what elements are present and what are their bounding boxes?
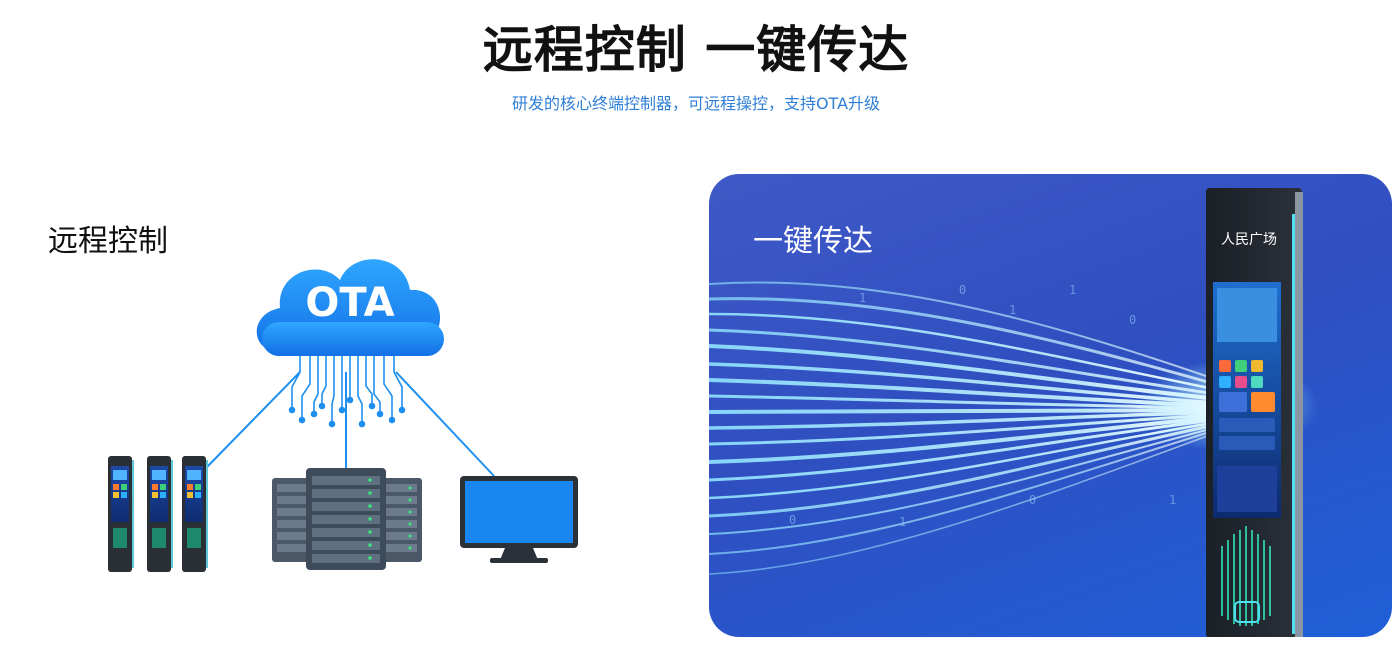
page-subtitle: 研发的核心终端控制器，可远程操控，支持OTA升级 [0,90,1392,114]
svg-text:1: 1 [1009,303,1016,317]
svg-text:0: 0 [1129,313,1136,327]
line-to-monitor [396,372,494,476]
line-to-kiosks [205,372,300,469]
broadcast-title: 一键传达 [753,216,873,260]
svg-text:0: 0 [1029,493,1036,507]
svg-text:0: 0 [789,513,796,527]
svg-text:1: 1 [859,291,866,305]
svg-text:1: 1 [1169,493,1176,507]
svg-text:0: 0 [959,283,966,297]
svg-text:1: 1 [1069,283,1076,297]
monitor-icon [460,476,578,563]
remote-control-title: 远程控制 [48,216,168,260]
broadcast-panel: 0 1 1 0 1 0 1 0 1 人民广场 [709,174,1392,637]
svg-text:1: 1 [899,515,906,529]
kiosk-header-label: 人民广场 [1221,232,1277,248]
cloud-icon: OTA [257,259,444,356]
page-title: 远程控制 一键传达 [0,10,1392,82]
kiosk-device-icon: 人民广场 [1206,188,1303,637]
cloud-label: OTA [305,280,394,326]
remote-control-panel: OTA [0,172,690,640]
server-rack-icon [272,468,422,570]
kiosk-icon [108,456,208,572]
